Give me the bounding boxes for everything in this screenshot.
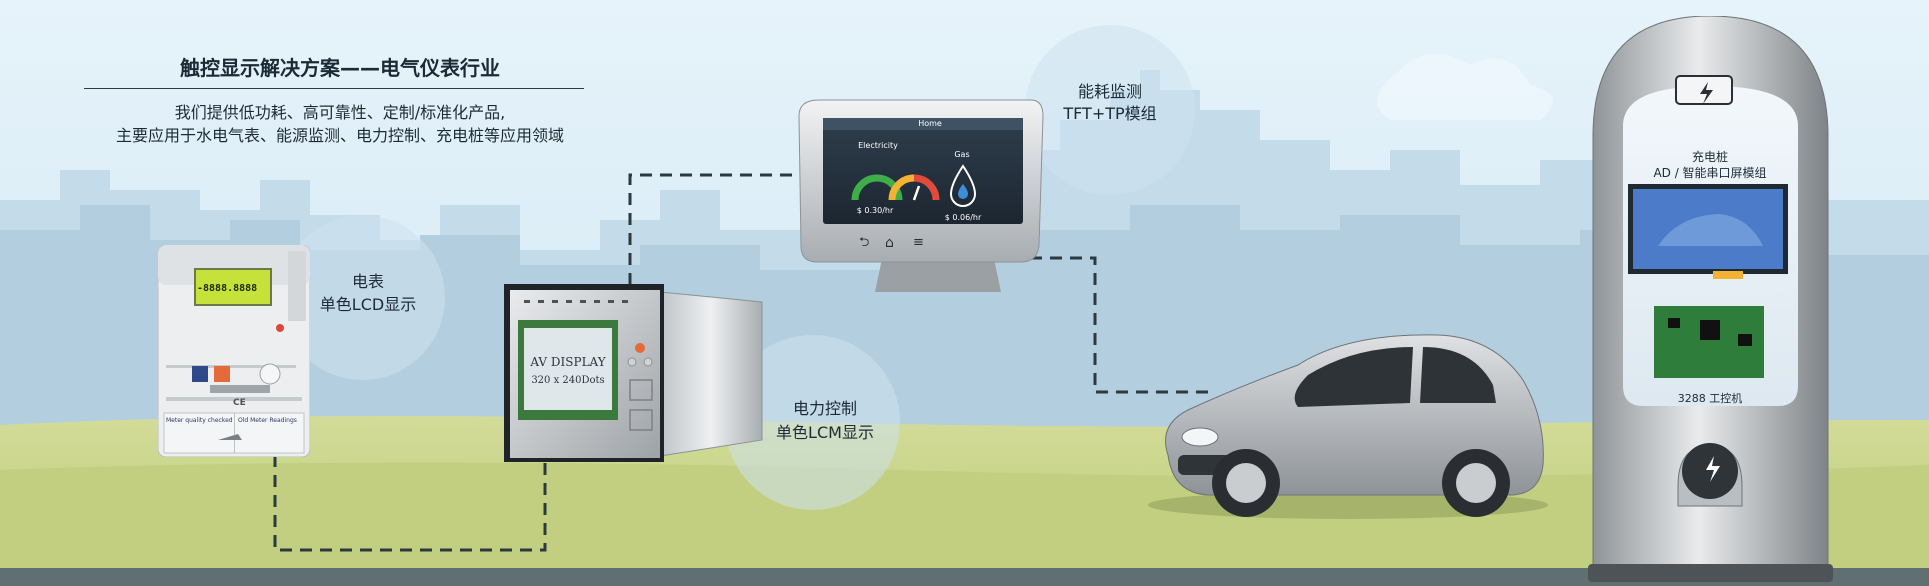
charger-caption-title: 充电桩 xyxy=(1691,150,1728,164)
tft-caption-title: 能耗监测 xyxy=(1077,82,1142,101)
meter-label-left: Meter quality checked xyxy=(166,417,233,424)
svg-text:≡: ≡ xyxy=(913,235,924,250)
lcm-display-line-2: 320 x 240Dots xyxy=(531,375,605,386)
meter-lcd-digits: -8888.8888 xyxy=(197,283,258,294)
tft-energy-monitor: ⮌ ⌂ ≡ xyxy=(798,99,1044,292)
meter-caption-title: 电表 xyxy=(351,272,384,291)
intro-line-1: 我们提供低功耗、高可靠性、定制/标准化产品, xyxy=(174,103,506,122)
svg-text:⌂: ⌂ xyxy=(885,235,894,251)
charger-board-caption: 3288 工控机 xyxy=(1677,392,1743,405)
tft-electricity-label: Electricity xyxy=(858,141,898,150)
title-divider xyxy=(84,88,584,89)
tft-caption-subtitle: TFT+TP模组 xyxy=(1063,104,1157,123)
ce-mark: CE xyxy=(233,398,246,408)
meter-lcd-window xyxy=(194,268,272,306)
charging-station-illustration xyxy=(1588,16,1833,582)
lcm-caption-title: 电力控制 xyxy=(792,399,857,418)
tft-screen-title: Home xyxy=(918,119,942,128)
lcm-display-line-1: AV DISPLAY xyxy=(530,355,606,369)
lcm-power-control-module xyxy=(504,284,763,462)
charger-caption-subtitle: AD / 智能串口屏模组 xyxy=(1653,166,1767,180)
tft-caption-bubble xyxy=(1025,25,1195,195)
electric-car-illustration xyxy=(1148,334,1548,519)
svg-text:⮌: ⮌ xyxy=(859,235,869,250)
meter-label-right: Old Meter Readings xyxy=(238,417,297,424)
tft-gas-label: Gas xyxy=(954,150,970,159)
meter-caption-subtitle: 单色LCD显示 xyxy=(319,295,417,314)
page-title: 触控显示解决方案——电气仪表行业 xyxy=(180,56,500,80)
lcm-caption-subtitle: 单色LCM显示 xyxy=(776,423,874,442)
tft-electricity-value: $ 0.30/hr xyxy=(856,206,894,215)
intro-line-2: 主要应用于水电气表、能源监测、电力控制、充电桩等应用领域 xyxy=(115,126,564,145)
tft-gas-value: $ 0.06/hr xyxy=(944,213,982,222)
